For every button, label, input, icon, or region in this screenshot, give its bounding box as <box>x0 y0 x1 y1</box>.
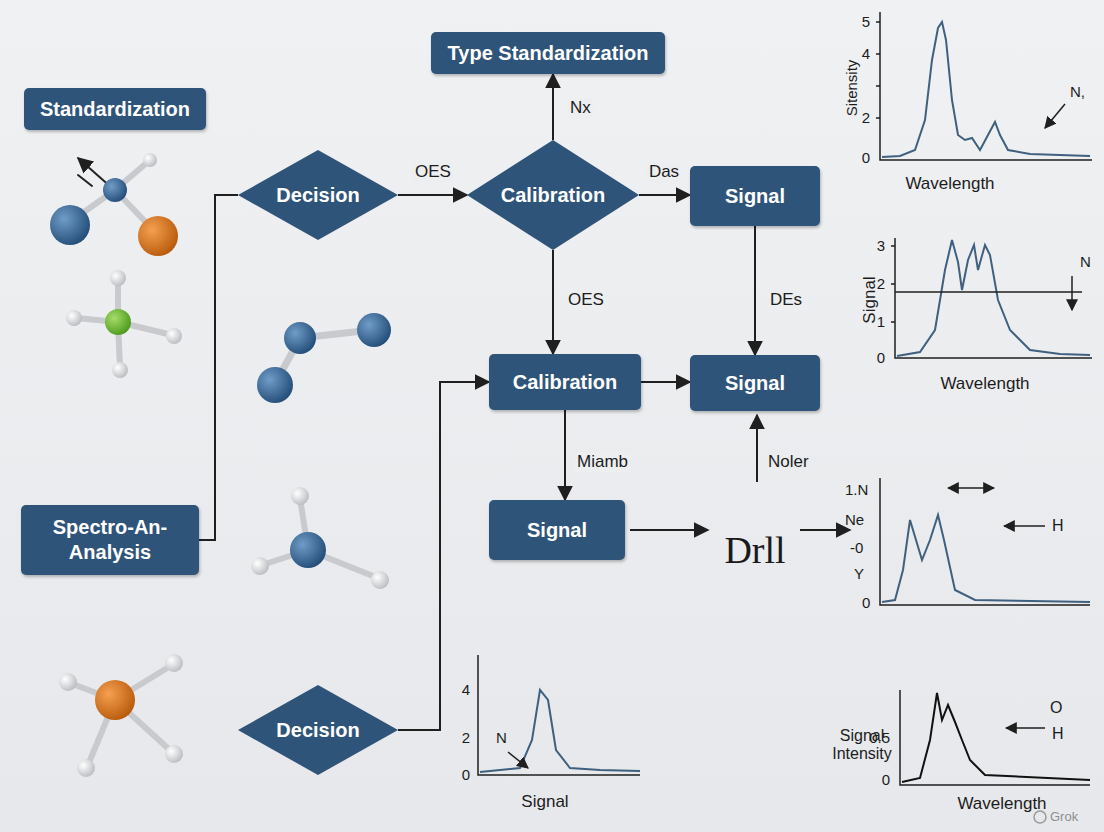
node-label: Signal <box>725 371 785 396</box>
connector-arrow <box>552 74 554 140</box>
node-label: Decision <box>276 718 359 743</box>
spectrum-chart <box>900 690 1090 785</box>
chart-label: Y <box>854 566 864 583</box>
chart-label: 4 <box>462 682 470 699</box>
node-label: Signal <box>725 184 785 209</box>
process-box: Standardization <box>24 88 206 130</box>
chart-label: Wavelength <box>957 795 1046 814</box>
chart-label: H <box>1052 725 1064 743</box>
free-arrow <box>630 415 850 530</box>
edge-label: Nx <box>568 98 593 118</box>
chart-label: 0.5 <box>869 730 890 747</box>
edge-label: DEs <box>768 290 804 310</box>
chart-label: 0 <box>462 767 470 784</box>
decision-diamond: Decision <box>238 150 398 240</box>
chart-label: N <box>1080 254 1091 271</box>
spectrum-chart <box>880 478 1090 605</box>
process-box: Type Standardization <box>431 32 665 74</box>
chart-label: Ne <box>845 512 864 529</box>
chart-label: N <box>496 730 507 747</box>
connector-arrow <box>398 194 467 196</box>
chart-label: Noler <box>768 453 809 472</box>
node-label: Type Standardization <box>448 41 649 66</box>
chart-label: 0 <box>877 350 885 367</box>
chart-label: Wavelength <box>905 175 994 194</box>
connector-arrow <box>641 381 690 383</box>
node-label: Calibration <box>513 370 617 395</box>
chart-label: 4 <box>862 46 870 63</box>
chart-label: Signal Intensity <box>812 727 912 762</box>
node-label: Signal <box>527 518 587 543</box>
chart-label: 0 <box>862 150 870 167</box>
edge-label: Das <box>647 162 681 182</box>
chart-label: O <box>1050 699 1062 717</box>
chart-label: 2 <box>462 730 470 747</box>
process-box: Signal <box>489 500 625 560</box>
connector-arrow <box>552 250 554 354</box>
spectrum-chart <box>478 655 640 775</box>
decision-diamond: Decision <box>238 685 398 775</box>
connector-arrow <box>398 382 489 730</box>
chart-label: Sitensity <box>844 60 861 117</box>
process-box: Signal <box>690 166 820 226</box>
node-label: Standardization <box>40 97 190 122</box>
decision-diamond: Calibration <box>467 140 639 250</box>
chart-label: N, <box>1070 84 1085 101</box>
watermark-icon <box>1034 811 1046 823</box>
process-box: Spectro-An-Analysis <box>21 505 199 575</box>
node-label: Decision <box>276 183 359 208</box>
chart-label: 0 <box>882 772 890 789</box>
connector-arrow <box>199 195 238 540</box>
process-box: Signal <box>690 355 820 411</box>
connector-arrow <box>754 226 756 355</box>
process-box: Calibration <box>489 354 641 410</box>
connector-arrow <box>564 410 566 500</box>
chart-label: 3 <box>877 238 885 255</box>
chart-label: Signal <box>861 276 880 323</box>
chart-label: 1 <box>877 314 885 331</box>
spectrum-chart <box>891 238 1092 358</box>
chart-label: 2 <box>862 110 870 127</box>
edge-label: OES <box>413 162 453 182</box>
chart-label: -0 <box>850 540 863 557</box>
chart-label: Drll <box>724 530 785 572</box>
chart-label: Signal <box>521 793 568 812</box>
chart-label: H <box>1052 517 1064 535</box>
chart-label: 1.N <box>845 482 868 499</box>
node-label: Spectro-An-Analysis <box>35 515 185 565</box>
node-label: Calibration <box>501 183 605 208</box>
chart-label: 0 <box>862 595 870 612</box>
connector-arrow <box>639 194 690 196</box>
chart-label: 2 <box>877 276 885 293</box>
spectrum-chart <box>876 12 1092 160</box>
chart-label: Grok <box>1050 810 1078 824</box>
chart-label: Wavelength <box>940 375 1029 394</box>
edge-label: Miamb <box>575 452 630 472</box>
edge-label: OES <box>566 290 606 310</box>
chart-label: 5 <box>862 14 870 31</box>
